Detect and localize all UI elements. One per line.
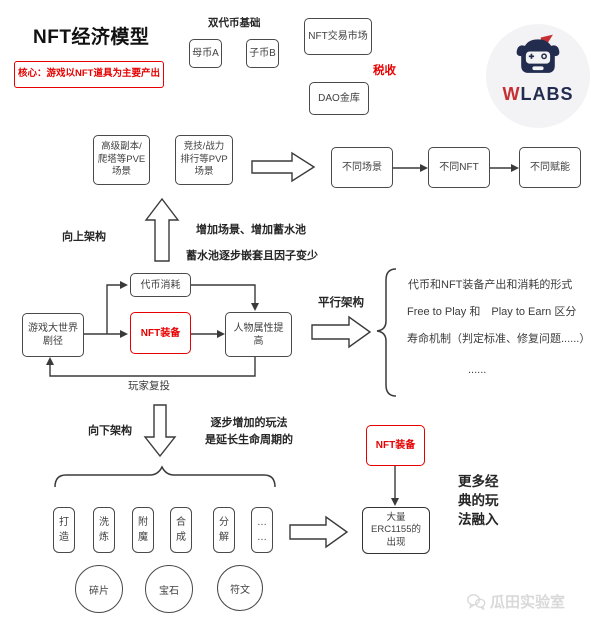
- watermark-text: 瓜田实验室: [490, 594, 566, 611]
- coin-a-box: 母币A: [189, 39, 222, 68]
- gameplay-box-refine: 洗 炼: [93, 507, 115, 553]
- arrow-gear-to-attribute: [191, 330, 225, 338]
- arrow-branch-to-burn: [106, 281, 128, 334]
- hollow-arrow-down: [143, 404, 177, 458]
- gameplay-box-enchant: 附 魔: [132, 507, 154, 553]
- erc1155-box: 大量 ERC1155的 出现: [362, 507, 430, 554]
- arrow-feedback-reinvest: [46, 357, 256, 377]
- wlabs-robot-icon: [516, 34, 560, 73]
- nft-market-box: NFT交易市场: [304, 18, 372, 55]
- pve-box: 高级副本/ 爬塔等PVE 场景: [93, 135, 150, 185]
- wlabs-labs: LABS: [520, 84, 574, 104]
- parallel-item-2: Free to Play 和 Play to Earn 区分: [407, 306, 577, 318]
- down-note: 逐步增加的玩法 是延长生命周期的: [205, 417, 293, 447]
- page-title: NFT经济模型: [33, 27, 150, 48]
- left-curly-brace: [376, 268, 397, 397]
- reinvest-label: 玩家复投: [128, 380, 170, 392]
- gameplay-box-decompose: 分 解: [213, 507, 235, 553]
- material-circle-fragment: 碎片: [75, 565, 123, 613]
- attribute-box: 人物属性提 高: [225, 312, 292, 357]
- arrow-scene-to-nft: [393, 164, 428, 172]
- parallel-item-3: 寿命机制（判定标准、修复问题......）: [407, 333, 591, 345]
- up-note-2: 蓄水池逐步嵌套且因子变少: [186, 250, 318, 262]
- hollow-arrow-up: [144, 197, 180, 262]
- gameplay-box-synthesize: 合 成: [170, 507, 192, 553]
- dual-token-label: 双代币基础: [208, 17, 261, 29]
- different-nft-box: 不同NFT: [428, 147, 490, 188]
- parallel-item-4: ......: [468, 364, 487, 376]
- gameplay-box-craft: 打 造: [53, 507, 75, 553]
- nft-gear-box-bottom: NFT装备: [366, 425, 425, 466]
- arrow-world-to-gear: [84, 330, 128, 338]
- material-circle-gem: 宝石: [145, 565, 193, 613]
- world-box: 游戏大世界 剧径: [22, 313, 84, 357]
- down-arch-label: 向下架构: [88, 425, 132, 437]
- empower-box: 不同赋能: [519, 147, 581, 188]
- tax-label: 税收: [373, 65, 396, 77]
- horizontal-curly-brace: [54, 465, 276, 488]
- coin-b-box: 子币B: [246, 39, 279, 68]
- token-burn-box: 代币消耗: [130, 273, 191, 297]
- hollow-arrow-right-top: [251, 151, 316, 183]
- more-classic-note: 更多经 典的玩 法融入: [458, 474, 499, 527]
- scene-box: 不同场景: [331, 147, 393, 188]
- arrow-nft-to-empower: [490, 164, 519, 172]
- dao-treasury-box: DAO金库: [309, 82, 369, 115]
- parallel-item-1: 代币和NFT装备产出和消耗的形式: [408, 279, 573, 291]
- wlabs-logo: WLABS: [486, 24, 590, 128]
- hollow-arrow-right-parallel: [311, 315, 372, 349]
- wechat-icon: [467, 594, 486, 610]
- watermark: 瓜田实验室: [466, 591, 565, 612]
- up-note-1: 增加场景、增加蓄水池: [196, 224, 306, 236]
- nft-gear-box: NFT装备: [130, 312, 191, 354]
- core-note-box: 核心：游戏以NFT道具为主要产出: [14, 61, 164, 88]
- pvp-box: 竞技/战力 排行等PVP 场景: [175, 135, 233, 185]
- wlabs-w: W: [502, 84, 521, 104]
- material-circle-rune: 符文: [217, 565, 263, 611]
- up-arch-label: 向上架构: [62, 231, 106, 243]
- arrow-gear-to-erc: [391, 466, 399, 506]
- gameplay-box-ellipsis: … …: [251, 507, 273, 553]
- parallel-label: 平行架构: [318, 297, 364, 309]
- hollow-arrow-right-bottom: [289, 515, 349, 549]
- wlabs-wordmark: WLABS: [486, 84, 590, 105]
- arrow-burn-to-attribute: [191, 284, 259, 311]
